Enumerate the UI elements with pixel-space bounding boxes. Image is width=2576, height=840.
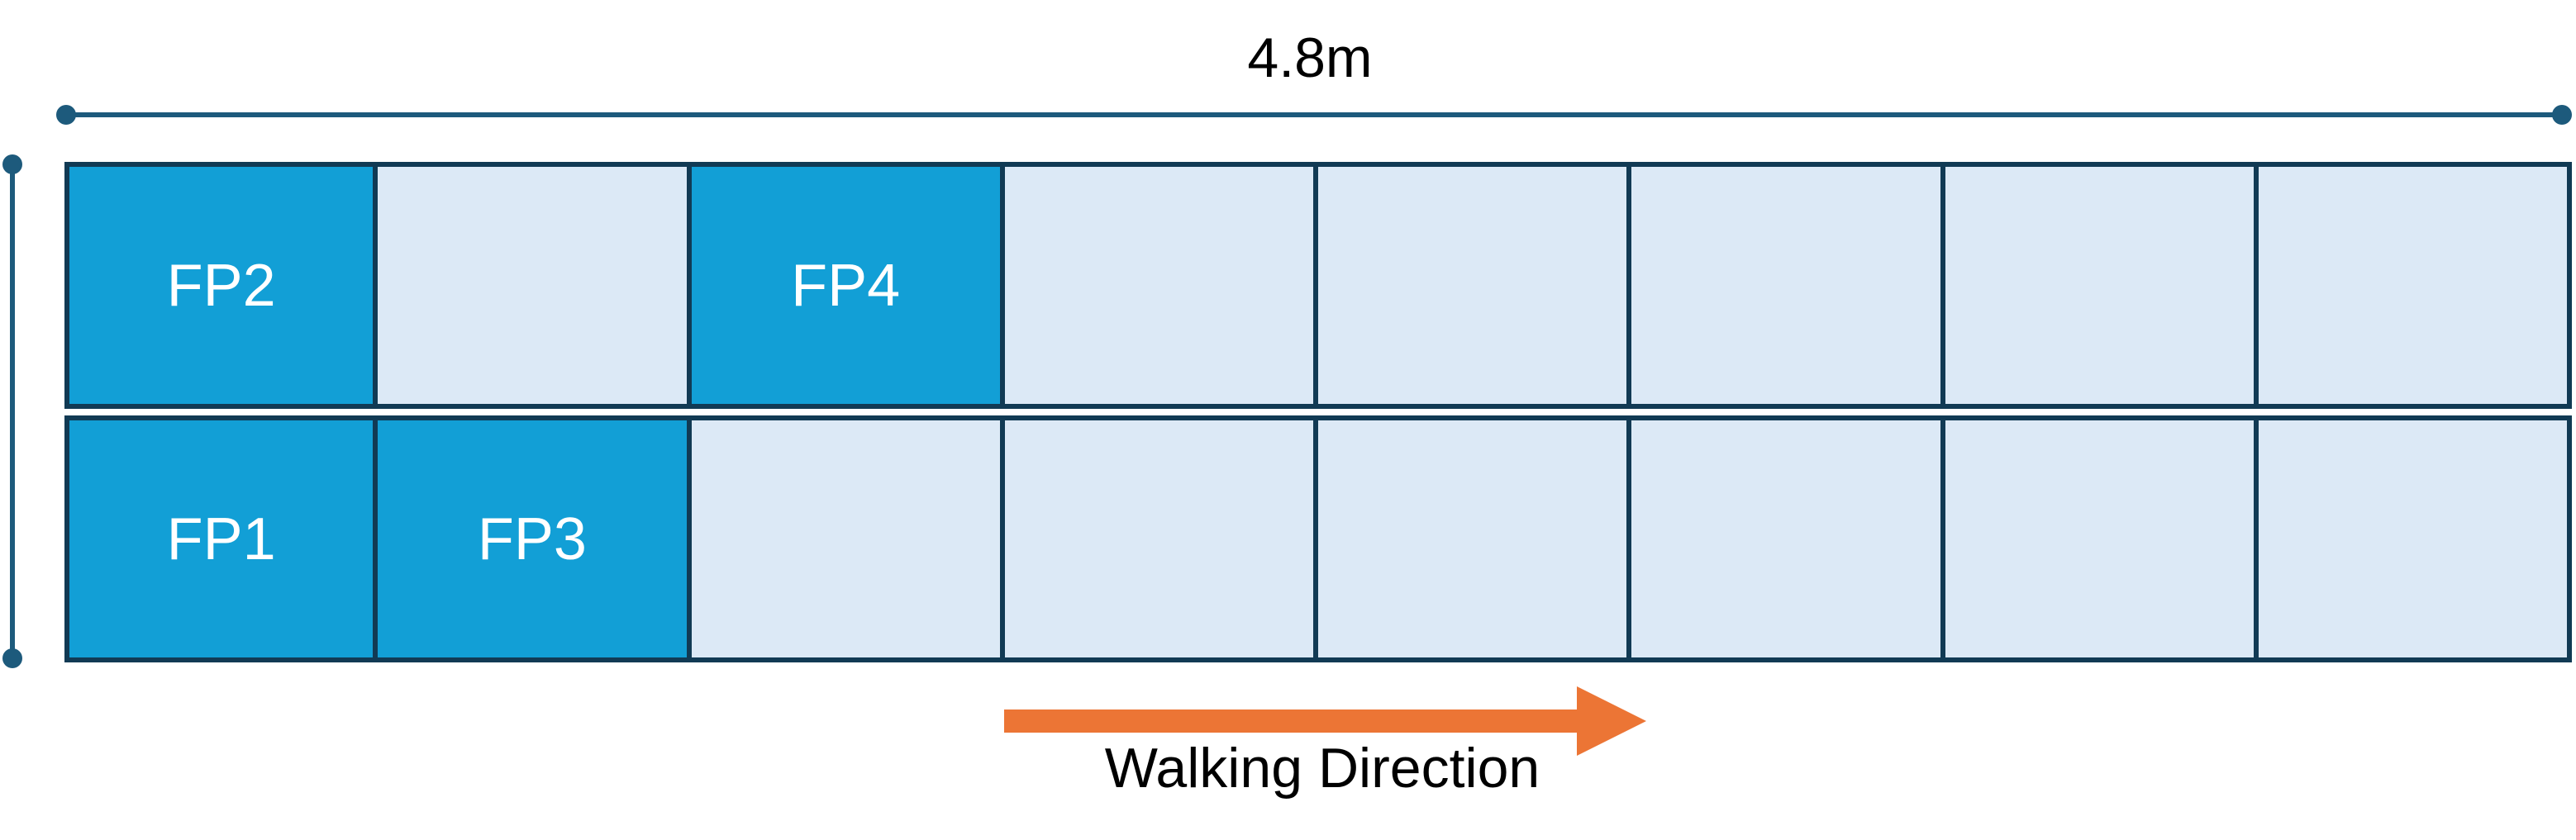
empty-cell bbox=[373, 162, 692, 409]
height-dimension-start-dot bbox=[2, 154, 22, 174]
walking-direction-arrow-icon bbox=[1004, 686, 1646, 756]
empty-cell bbox=[1626, 415, 1945, 662]
empty-cell bbox=[1940, 415, 2259, 662]
height-dimension-line bbox=[2, 154, 22, 668]
footplate-cell-fp4: FP4 bbox=[686, 162, 1005, 409]
empty-cell bbox=[2253, 415, 2572, 662]
height-dimension-end-dot bbox=[2, 648, 22, 668]
empty-cell bbox=[999, 162, 1318, 409]
footplate-cell-fp1: FP1 bbox=[64, 415, 379, 662]
walking-direction-label: Walking Direction bbox=[1104, 737, 1540, 800]
footplate-cell-fp3: FP3 bbox=[373, 415, 692, 662]
footplate-cell-fp2: FP2 bbox=[64, 162, 379, 409]
width-dimension-line bbox=[56, 105, 2572, 125]
width-dimension-start-dot bbox=[56, 105, 76, 125]
empty-cell bbox=[1940, 162, 2259, 409]
empty-cell bbox=[1313, 162, 1632, 409]
width-dimension-label: 4.8m bbox=[1247, 26, 1373, 89]
width-dimension-end-dot bbox=[2552, 105, 2572, 125]
empty-cell bbox=[2253, 162, 2572, 409]
empty-cell bbox=[686, 415, 1005, 662]
empty-cell bbox=[1313, 415, 1632, 662]
empty-cell bbox=[999, 415, 1318, 662]
empty-cell bbox=[1626, 162, 1945, 409]
